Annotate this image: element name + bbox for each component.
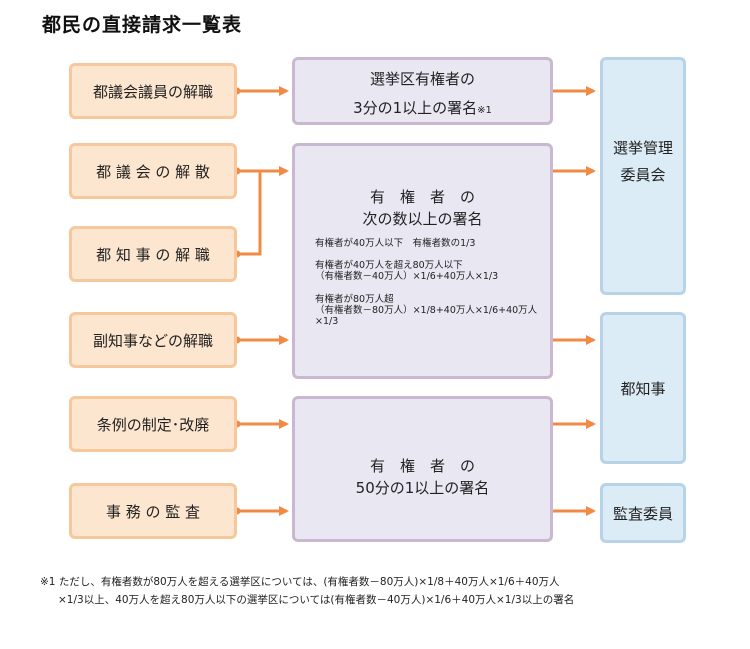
arrow-row3-join bbox=[237, 171, 262, 256]
left-box-label: 都議会議員の解職 bbox=[92, 82, 213, 101]
left-box-audit: 事 務 の 監 査 bbox=[69, 483, 237, 539]
left-box-vice-governor-recall: 副知事などの解職 bbox=[69, 312, 237, 368]
middle-2-line1: 有 権 者 の bbox=[369, 188, 475, 206]
right-1-line2: 委員会 bbox=[620, 166, 666, 184]
footnote-line2: ×1/3以上、40万人を超え80万人以下の選挙区については(有権者数－40万人)… bbox=[58, 594, 575, 606]
middle-1-line1: 選挙区有権者の bbox=[369, 70, 475, 88]
footnote-mark: ※1 bbox=[477, 105, 492, 116]
right-2-line1: 都知事 bbox=[620, 379, 666, 398]
middle-box-voter-threshold: 有 権 者 の 次の数以上の署名 有権者が40万人以下 有権者数の1/3 有権者… bbox=[292, 143, 553, 379]
middle-3-line1: 有 権 者 の bbox=[369, 457, 475, 475]
left-box-label: 条例の制定･改廃 bbox=[96, 415, 210, 434]
middle-1-line2: 3分の1以上の署名 bbox=[353, 99, 478, 117]
left-box-label: 都 知 事 の 解 職 bbox=[96, 245, 210, 264]
left-box-governor-recall: 都 知 事 の 解 職 bbox=[69, 226, 237, 282]
middle-3-line2: 50分の1以上の署名 bbox=[355, 479, 490, 497]
left-box-label: 副知事などの解職 bbox=[92, 331, 213, 350]
footnote-line1: ※1 ただし、有権者数が80万人を超える選挙区については、(有権者数－80万人)… bbox=[40, 576, 560, 588]
left-box-label: 事 務 の 監 査 bbox=[105, 502, 201, 521]
right-3-line1: 監査委員 bbox=[612, 504, 673, 523]
middle-box-district-third: 選挙区有権者の 3分の1以上の署名※1 bbox=[292, 57, 553, 125]
middle-box-fiftieth: 有 権 者 の 50分の1以上の署名 bbox=[292, 396, 553, 542]
right-box-governor: 都知事 bbox=[600, 312, 686, 464]
left-box-council-dissolution: 都 議 会 の 解 散 bbox=[69, 143, 237, 199]
rule-1: 有権者が40万人以下 有権者数の1/3 bbox=[315, 238, 476, 249]
rule-2: 有権者が40万人を超え80万人以下 （有権者数－40万人）×1/6+40万人×1… bbox=[315, 260, 499, 282]
rule-3: 有権者が80万人超 （有権者数－80万人）×1/8+40万人×1/6+40万人×… bbox=[315, 294, 538, 327]
right-box-audit-committee: 監査委員 bbox=[600, 483, 686, 543]
left-box-ordinance: 条例の制定･改廃 bbox=[69, 396, 237, 452]
left-box-label: 都 議 会 の 解 散 bbox=[96, 162, 210, 181]
middle-2-line2: 次の数以上の署名 bbox=[362, 210, 483, 228]
right-box-election-commission: 選挙管理 委員会 bbox=[600, 57, 686, 295]
left-box-council-member-recall: 都議会議員の解職 bbox=[69, 63, 237, 119]
right-1-line1: 選挙管理 bbox=[612, 139, 673, 157]
page-title: 都民の直接請求一覧表 bbox=[42, 14, 243, 36]
